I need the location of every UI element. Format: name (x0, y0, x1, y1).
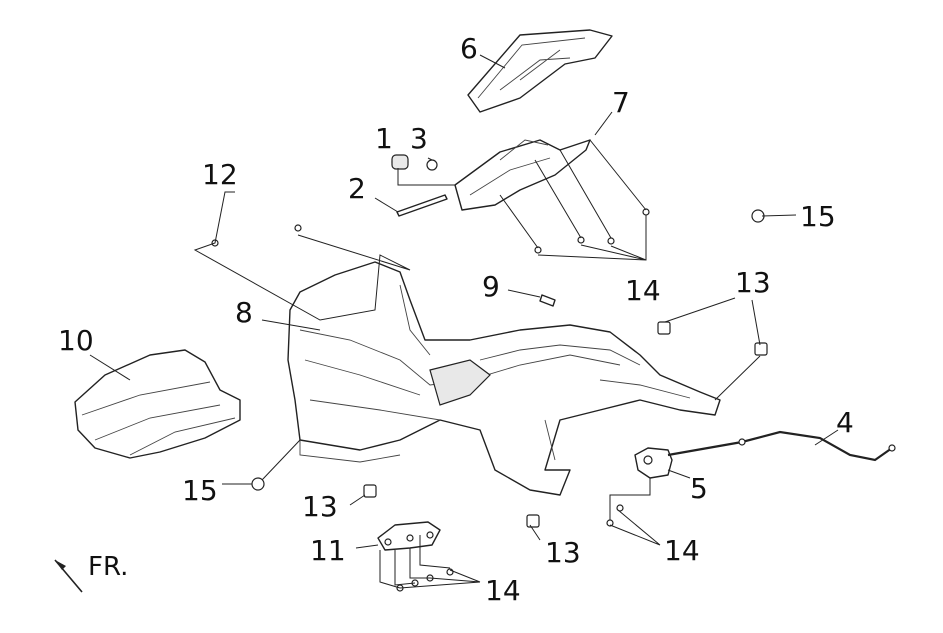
part-1-bushing (391, 154, 409, 170)
callout-13-top: 13 (735, 266, 771, 299)
part-13-nuts (363, 321, 768, 528)
part-15-bolts (251, 209, 765, 491)
callout-6: 6 (460, 32, 478, 65)
part-3-ring (426, 159, 438, 171)
front-direction-label: FR. (88, 552, 128, 582)
callout-15-left: 15 (182, 474, 218, 507)
callout-7: 7 (612, 86, 630, 119)
callout-13-left: 13 (302, 490, 338, 523)
callout-1: 1 (375, 122, 393, 155)
callout-12: 12 (202, 158, 238, 191)
part-11-latch (377, 521, 441, 551)
part-8-frame (287, 261, 721, 496)
part-4-cable (667, 430, 896, 462)
part-2-pin (396, 194, 448, 217)
callout-3: 3 (410, 122, 428, 155)
front-direction-arrow (54, 559, 83, 593)
part-9-rod (539, 294, 556, 307)
callout-5: 5 (690, 472, 708, 505)
callout-9: 9 (482, 270, 500, 303)
leader-lines (89, 54, 839, 589)
callout-14-top: 14 (625, 274, 661, 307)
callout-2: 2 (348, 172, 366, 205)
part-10-seat (74, 349, 241, 459)
part-7-bracket (454, 139, 591, 211)
part-5-lock (634, 447, 673, 479)
part-12-bolts (211, 224, 302, 247)
callout-13-bottom: 13 (545, 536, 581, 569)
callout-14-bottom: 14 (485, 574, 521, 607)
callout-10: 10 (58, 324, 94, 357)
callout-15-right: 15 (800, 200, 836, 233)
callout-4: 4 (836, 406, 854, 439)
callout-11: 11 (310, 534, 346, 567)
callout-14-right: 14 (664, 534, 700, 567)
callout-8: 8 (235, 296, 253, 329)
part-6-cover (467, 29, 613, 113)
